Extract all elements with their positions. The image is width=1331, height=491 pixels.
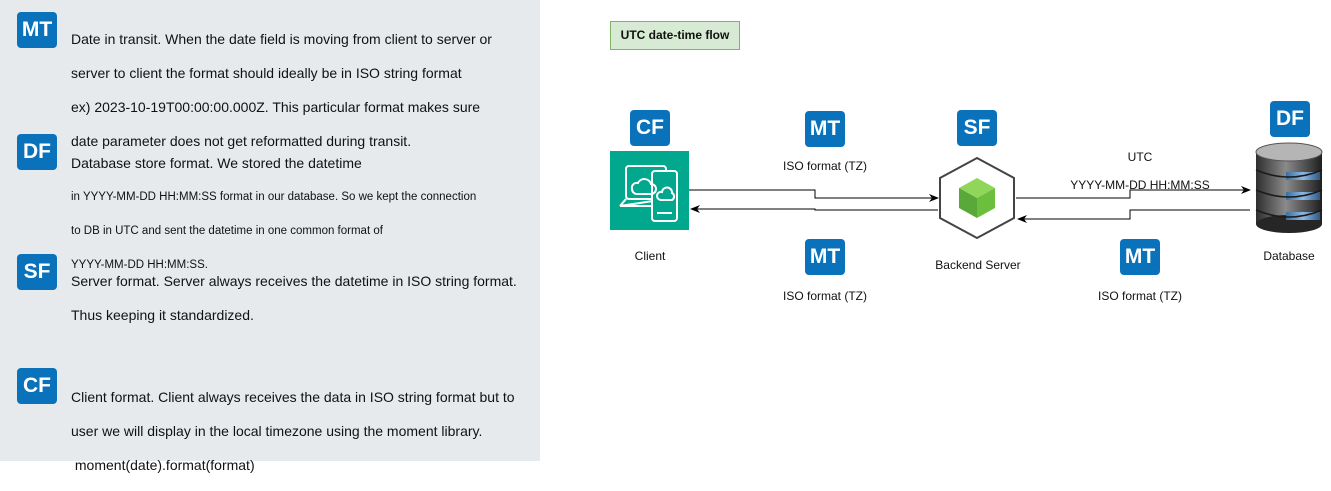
legend-df-line: to DB in UTC and sent the datetime in on…	[71, 225, 383, 237]
legend-mt-line: Date in transit. When the date field is …	[71, 31, 492, 47]
legend-sf-line: Thus keeping it standardized.	[71, 307, 254, 323]
mt-badge-legend: MT	[17, 12, 57, 48]
arrow-db-to-server	[1017, 209, 1250, 223]
legend-df-line: YYYY-MM-DD HH:MM:SS.	[71, 259, 208, 271]
legend-sf-line: Server format. Server always receives th…	[71, 273, 517, 289]
legend-mt-line: date parameter does not get reformatted …	[71, 133, 412, 149]
server-label: Backend Server	[935, 258, 1021, 272]
server-hexagon-icon	[939, 156, 1015, 240]
client-label: Client	[634, 249, 666, 263]
mt-badge-db-to-server: MT	[1120, 239, 1160, 275]
mt-badge-server-to-client: MT	[805, 239, 845, 275]
sf-badge-legend: SF	[17, 254, 57, 290]
legend-sf-text: Server format. Server always receives th…	[71, 256, 526, 341]
sf-badge: SF	[957, 110, 997, 146]
legend-df-text: Database store format. We stored the dat…	[71, 138, 526, 291]
legend-panel	[0, 0, 540, 461]
legend-mt-line: ex) 2023-10-19T00:00:00.000Z. This parti…	[71, 99, 481, 115]
diagram-title: UTC date-time flow	[610, 21, 740, 50]
database-label: Database	[1263, 249, 1315, 263]
legend-mt-text: Date in transit. When the date field is …	[71, 14, 526, 167]
legend-df-line: in YYYY-MM-DD HH:MM:SS format in our dat…	[71, 191, 477, 203]
legend-mt-line: server to client the format should ideal…	[71, 65, 462, 81]
cf-badge: CF	[630, 110, 670, 146]
cf-badge-legend: CF	[17, 368, 57, 404]
legend-cf-line: moment(date).format(format)	[71, 457, 255, 473]
mt-badge-client-to-server: MT	[805, 111, 845, 147]
db-to-server-label: ISO format (TZ)	[1098, 289, 1182, 303]
server-to-db-label-line: UTC	[1127, 150, 1153, 164]
client-icon	[610, 151, 689, 230]
arrow-server-to-db	[1016, 186, 1251, 199]
legend-cf-line: Client format. Client always receives th…	[71, 389, 515, 405]
database-icon	[1255, 142, 1323, 233]
server-to-client-label: ISO format (TZ)	[783, 289, 867, 303]
df-badge-legend: DF	[17, 134, 57, 170]
legend-df-line: Database store format. We stored the dat…	[71, 155, 362, 171]
arrow-server-to-client	[690, 205, 938, 213]
legend-cf-line: user we will display in the local timezo…	[71, 423, 483, 439]
client-to-server-label: ISO format (TZ)	[783, 159, 867, 173]
server-to-db-label-line: YYYY-MM-DD HH:MM:SS	[1070, 178, 1210, 192]
server-to-db-label: UTC YYYY-MM-DD HH:MM:SS	[1060, 136, 1220, 206]
df-badge: DF	[1270, 101, 1310, 137]
arrow-client-to-server	[689, 189, 939, 202]
legend-cf-text: Client format. Client always receives th…	[71, 372, 526, 491]
